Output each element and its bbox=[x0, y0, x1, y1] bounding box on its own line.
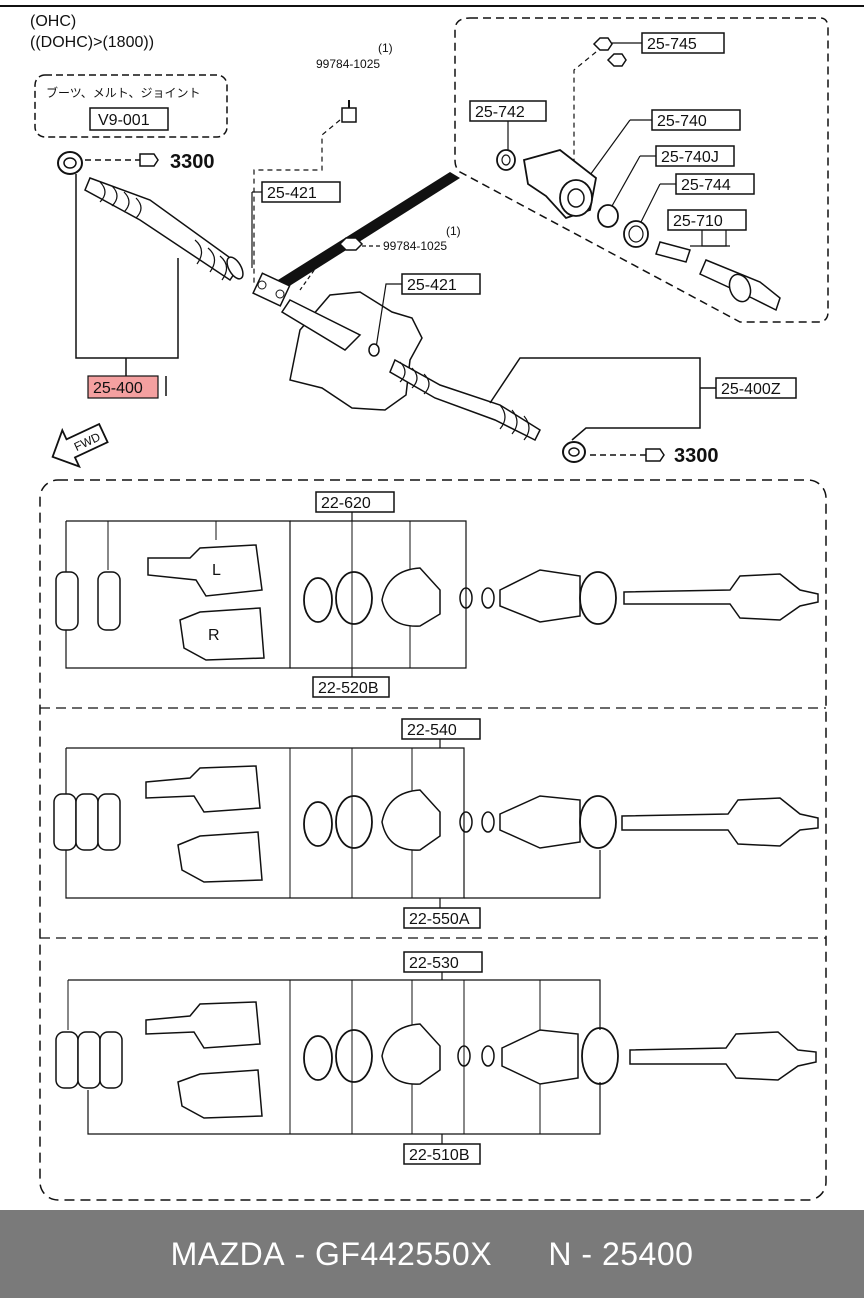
kit-22-620-label[interactable]: 22-620 bbox=[321, 495, 371, 512]
grease-code-bottom: 3300 bbox=[674, 445, 719, 467]
kit-22-540-label[interactable]: 22-540 bbox=[407, 722, 457, 739]
boot-clamps-1 bbox=[303, 567, 819, 627]
kit-22-520B-label[interactable]: 22-520B bbox=[318, 680, 379, 697]
bolt-25-745-icon bbox=[592, 37, 627, 67]
grease-tubes-3 bbox=[55, 1031, 123, 1089]
kit-22-550A-label[interactable]: 22-550A bbox=[409, 911, 470, 928]
inner-joints-2 bbox=[145, 765, 819, 883]
n-value: 25400 bbox=[601, 1235, 694, 1272]
grease-tubes bbox=[55, 571, 121, 631]
inner-joints-3 bbox=[145, 1001, 817, 1119]
part-25-740[interactable]: 25-740 bbox=[657, 113, 707, 130]
kit-22-510B-label[interactable]: 22-510B bbox=[409, 1147, 470, 1164]
part-25-421-lower[interactable]: 25-421 bbox=[407, 277, 457, 294]
part-25-710[interactable]: 25-710 bbox=[673, 213, 723, 230]
left-cap bbox=[57, 151, 83, 175]
right-driveshaft bbox=[280, 299, 541, 442]
bearing-ring bbox=[597, 204, 619, 228]
bolt-b-icon bbox=[338, 237, 380, 251]
fwd-arrow-icon: FWD bbox=[51, 422, 109, 469]
brand-name: MAZDA bbox=[170, 1235, 286, 1272]
part-info-footer: MAZDA - GF442550X N - 25400 bbox=[0, 1210, 864, 1298]
bearing-housing bbox=[522, 149, 597, 220]
bolt-a-qty: (1) bbox=[378, 41, 393, 55]
inner-joint-right: R bbox=[179, 607, 265, 661]
part-25-742[interactable]: 25-742 bbox=[475, 104, 525, 121]
bracket-pointer bbox=[270, 172, 460, 292]
part-25-400-label[interactable]: 25-400 bbox=[93, 380, 143, 397]
parts-diagram: (OHC) ((DOHC)>(1800)) ブーツ、メルト、ジョイント V9-0… bbox=[0, 5, 864, 1201]
bolt-b-qty: (1) bbox=[446, 224, 461, 238]
kit-22-530-label[interactable]: 22-530 bbox=[409, 955, 459, 972]
joint-right-marker: R bbox=[208, 627, 220, 644]
engine-type-label: (OHC) bbox=[30, 13, 76, 30]
part-25-744[interactable]: 25-744 bbox=[681, 177, 731, 194]
boot-note-ref[interactable]: V9-001 bbox=[98, 112, 150, 129]
grease-icon bbox=[645, 448, 665, 462]
separator-1: - bbox=[294, 1235, 306, 1272]
snap-ring bbox=[623, 220, 649, 248]
bolt-a-number[interactable]: 99784-1025 bbox=[316, 57, 380, 71]
grease-tubes-2 bbox=[53, 793, 121, 851]
left-driveshaft bbox=[84, 177, 244, 282]
grease-code-top: 3300 bbox=[170, 151, 215, 173]
right-cap bbox=[562, 441, 586, 463]
inner-joint-left: L bbox=[147, 544, 263, 597]
boot-note-text: ブーツ、メルト、ジョイント bbox=[46, 85, 201, 100]
bearing-bracket bbox=[252, 272, 291, 307]
part-25-421-upper[interactable]: 25-421 bbox=[267, 185, 317, 202]
part-25-745[interactable]: 25-745 bbox=[647, 36, 697, 53]
bolt-a-icon bbox=[341, 100, 357, 123]
n-label: N bbox=[548, 1235, 573, 1272]
part-25-400Z-label[interactable]: 25-400Z bbox=[721, 381, 781, 398]
dust-seal bbox=[496, 149, 516, 171]
joint-left-marker: L bbox=[212, 562, 221, 579]
engine-variant-label: ((DOHC)>(1800)) bbox=[30, 34, 154, 51]
intermediate-shaft bbox=[655, 241, 781, 312]
part-number: GF442550X bbox=[315, 1235, 493, 1272]
grease-icon bbox=[139, 153, 159, 167]
boot-note-box bbox=[34, 74, 228, 138]
bearing-detail-region bbox=[454, 17, 829, 323]
joint-kit-panel bbox=[39, 479, 827, 1201]
part-25-740J[interactable]: 25-740J bbox=[661, 149, 719, 166]
separator-2: - bbox=[581, 1235, 593, 1272]
part-25-400-highlight[interactable] bbox=[87, 375, 159, 399]
bolt-b-number[interactable]: 99784-1025 bbox=[383, 239, 447, 253]
